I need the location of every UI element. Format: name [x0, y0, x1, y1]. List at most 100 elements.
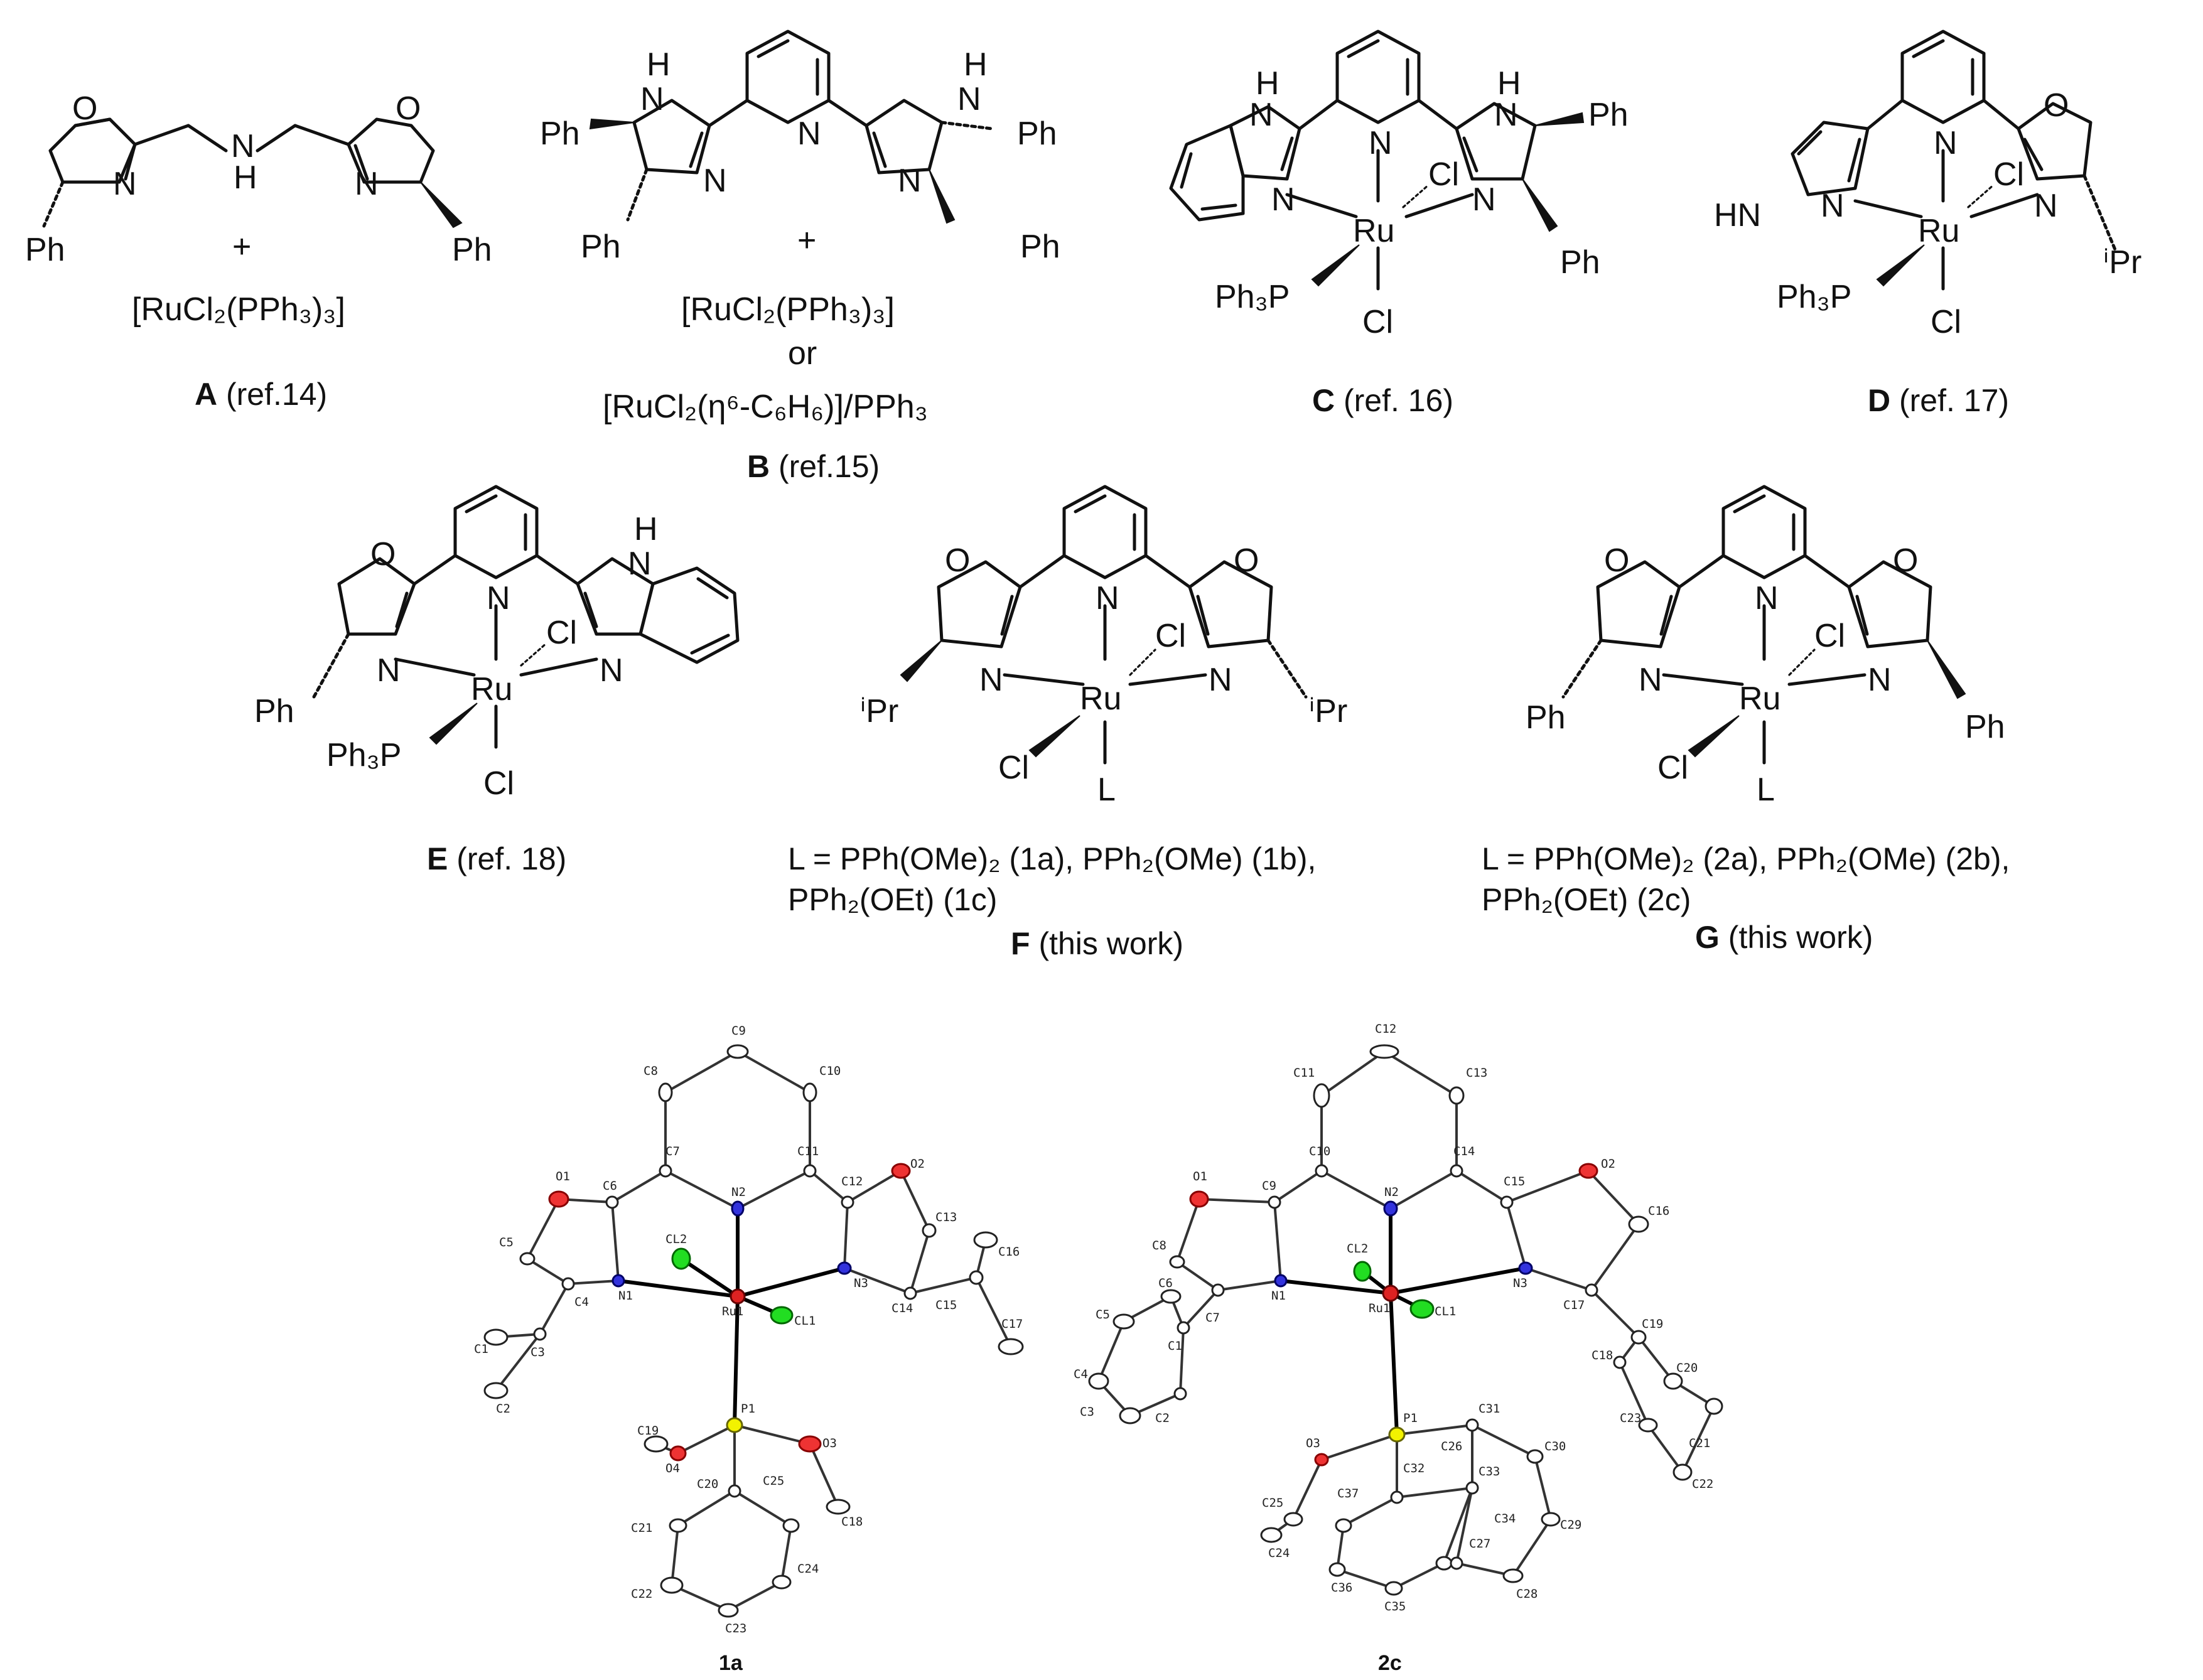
atom-Cl: Cl: [1155, 618, 1186, 654]
atom-label: C1: [474, 1342, 488, 1356]
atom-label: N1: [1271, 1289, 1286, 1303]
atom-label: O2: [1601, 1157, 1615, 1171]
atom-label: C4: [1074, 1367, 1088, 1381]
atom-N: N: [1755, 580, 1779, 617]
atom-label: N3: [1513, 1276, 1527, 1290]
caption-F-line1: L = PPh(OMe)₂ (1a), PPh₂(OMe) (1b),: [788, 841, 1316, 876]
atom-label: C14: [1453, 1144, 1475, 1158]
atom-Cl: Cl: [998, 750, 1029, 786]
atom-label: C17: [1001, 1317, 1023, 1331]
plus-sign: +: [797, 222, 816, 259]
structure-A: O N N H O N Ph Ph + [RuCl₂(PPh₃)₃] A (re…: [25, 90, 492, 412]
atom-label: C19: [637, 1424, 659, 1438]
atom-label: C36: [1331, 1581, 1352, 1595]
atom-label: C4: [574, 1295, 589, 1309]
atom-label: O1: [556, 1170, 570, 1183]
atom-label: C22: [1692, 1477, 1713, 1491]
atom-PPh3: Ph₃P: [1215, 279, 1290, 315]
atom-label: O1: [1193, 1170, 1207, 1183]
atom-Ph: Ph: [1017, 116, 1057, 152]
atom-N: N: [113, 166, 137, 202]
atom-O: O: [396, 90, 421, 127]
atom-L: L: [1097, 772, 1116, 808]
atom-N: N: [1868, 662, 1892, 698]
reagent-B-1: [RuCl₂(PPh₃)₃]: [681, 291, 895, 328]
atom-Ph: Ph: [254, 693, 294, 730]
atom-Cl: Cl: [1657, 750, 1688, 786]
atom-label: C10: [1309, 1144, 1330, 1158]
atom-Ph: Ph: [1560, 244, 1600, 281]
atom-PPh3: Ph₃P: [1777, 279, 1851, 315]
atom-H: H: [964, 46, 988, 83]
reagent-B-2: [RuCl₂(η⁶-C₆H₆)]/PPh₃: [603, 389, 928, 425]
atom-label: C6: [1158, 1276, 1173, 1290]
atom-label: C12: [841, 1175, 863, 1188]
atom-label: O2: [910, 1157, 925, 1171]
atom-label: C1: [1168, 1339, 1182, 1353]
atom-label: C26: [1441, 1440, 1462, 1453]
reagent-A: [RuCl₂(PPh₃)₃]: [132, 291, 345, 328]
atom-label: P1: [1403, 1411, 1418, 1425]
atom-label: CL2: [665, 1232, 687, 1246]
atom-label: C5: [499, 1236, 514, 1249]
atom-label: C33: [1479, 1465, 1500, 1478]
atom-N: N: [1096, 580, 1119, 617]
atom-Ru: Ru: [1353, 213, 1394, 249]
atom-label: O4: [665, 1462, 680, 1475]
structure-C: H N N N Ru Cl Cl N H N Ph Ph Ph₃P C (ref…: [1169, 30, 1629, 418]
atom-Cl: Cl: [483, 765, 514, 802]
atom-N: N: [355, 166, 379, 202]
atom-label: C20: [1676, 1361, 1698, 1375]
atom-N: N: [898, 163, 922, 199]
caption-D: D (ref. 17): [1868, 383, 2009, 418]
atom-N: N: [231, 128, 255, 164]
atom-O: O: [945, 542, 970, 579]
atom-label: C30: [1544, 1440, 1566, 1453]
atom-Ru: Ru: [471, 671, 512, 708]
atom-label: C25: [1262, 1496, 1283, 1510]
structure-G: O N N Ru Cl Cl L N O Ph Ph L = PPh(OMe)₂…: [1482, 485, 2010, 955]
atom-label: C10: [819, 1064, 841, 1078]
caption-F-line2: PPh₂(OEt) (1c): [788, 882, 997, 917]
atom-N: N: [640, 81, 664, 117]
atom-O: O: [1604, 542, 1629, 579]
atom-label: C5: [1096, 1308, 1110, 1322]
atom-N: N: [957, 81, 981, 117]
atom-label: C13: [1466, 1066, 1487, 1080]
crystal-caption-2c: 2c: [1378, 1651, 1402, 1675]
atom-label: C28: [1516, 1587, 1538, 1601]
atom-label: C24: [797, 1562, 819, 1576]
atom-label: P1: [741, 1402, 755, 1416]
atom-Ph: Ph: [540, 116, 580, 152]
atom-label: C11: [797, 1144, 819, 1158]
atom-label: C7: [1205, 1311, 1220, 1325]
atom-label: C25: [763, 1474, 784, 1488]
atom-Cl: Cl: [1428, 156, 1459, 193]
atom-O: O: [1893, 542, 1918, 579]
caption-F: F (this work): [1011, 926, 1183, 961]
atom-label: C2: [496, 1402, 510, 1416]
atom-label: O3: [822, 1436, 837, 1450]
structure-E: O N N Ru Cl Cl N H N Ph Ph₃P E (ref. 18): [254, 485, 740, 876]
atom-label: C34: [1494, 1512, 1516, 1526]
atom-label: C3: [531, 1345, 545, 1359]
structure-D: HN N N Ru Cl Cl O N ⁱPr Ph₃P D (ref. 17): [1714, 30, 2141, 418]
atom-Cl: Cl: [1814, 618, 1845, 654]
atom-N: N: [1472, 181, 1496, 218]
caption-C: C (ref. 16): [1312, 383, 1453, 418]
atom-O: O: [2044, 87, 2069, 124]
atom-iPr: ⁱPr: [860, 693, 898, 730]
atom-Ru: Ru: [1739, 681, 1780, 717]
atom-Ru: Ru: [1080, 681, 1121, 717]
plus-sign: +: [232, 229, 251, 265]
atom-label: C32: [1403, 1462, 1425, 1475]
atom-H: H: [634, 511, 658, 547]
atom-label: C15: [1504, 1175, 1525, 1188]
atom-label: N2: [731, 1185, 746, 1199]
atom-N: N: [600, 652, 623, 689]
atom-HN: HN: [1714, 197, 1761, 234]
atom-label: N3: [854, 1276, 868, 1290]
atom-label: C20: [697, 1477, 718, 1491]
atom-N: N: [628, 546, 652, 582]
